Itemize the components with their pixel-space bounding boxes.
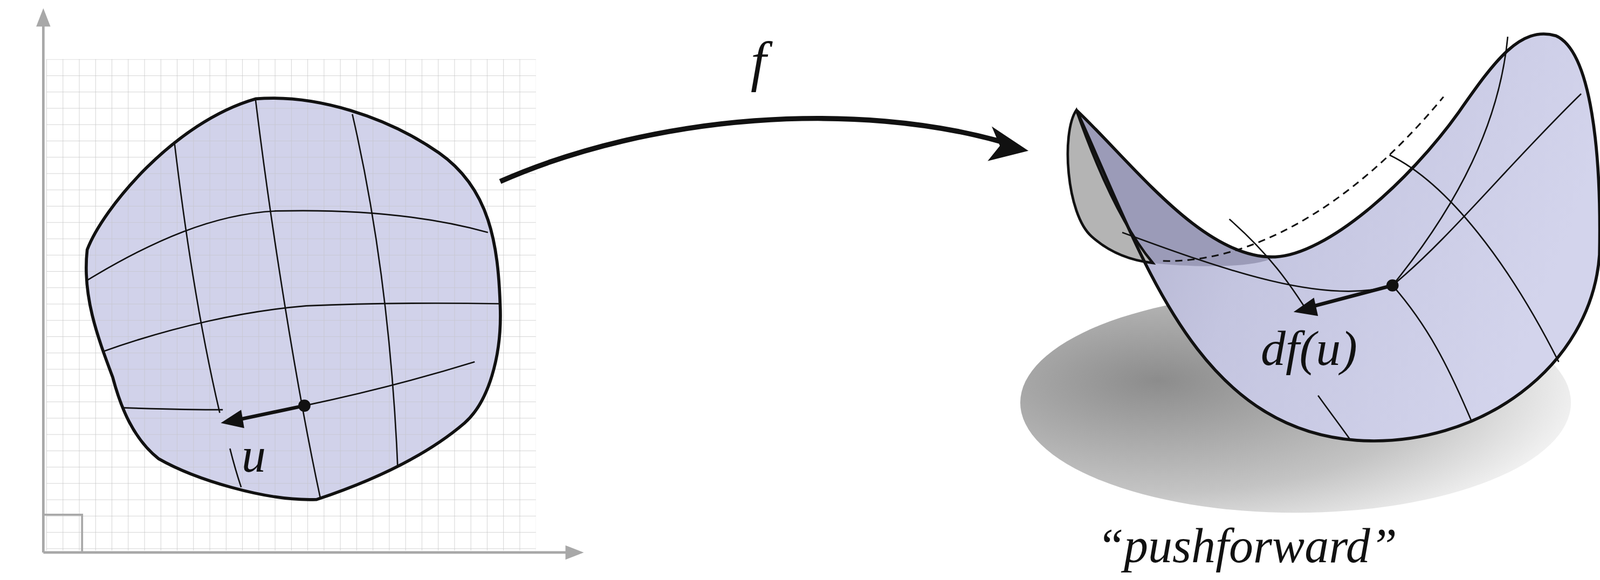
caption-label: “pushforward” <box>1096 522 1398 571</box>
vector-label: u <box>241 431 266 480</box>
vector-label: df(u) <box>1260 323 1358 374</box>
map-label: f <box>750 33 767 90</box>
